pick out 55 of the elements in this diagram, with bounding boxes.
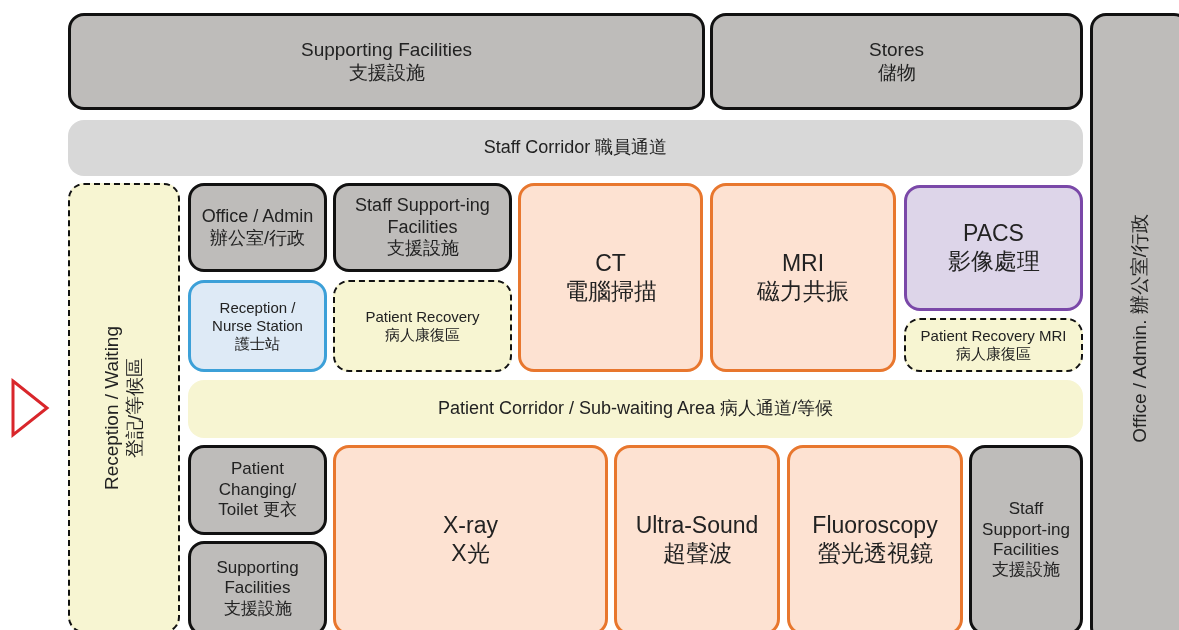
imaging-room (518, 183, 703, 372)
imaging-room (333, 445, 608, 630)
room-label: 護士站 (235, 335, 280, 353)
room-label: Staff Support-ing Facilities (354, 195, 491, 239)
room-block (188, 445, 327, 535)
room-label: Office / Admin. 辦公室/行政 (1128, 213, 1151, 443)
imaging-room (787, 445, 963, 630)
room-label: X-ray (443, 512, 498, 540)
room-label: 磁力共振 (757, 277, 849, 306)
room-block (969, 445, 1083, 630)
room-block (710, 13, 1083, 110)
room-label: Office / Admin (201, 205, 314, 228)
imaging-room (614, 445, 780, 630)
room-label: Patient Changing/ Toilet 更衣 (217, 459, 298, 521)
room-label: 螢光透視鏡 (817, 540, 933, 568)
recovery-area (904, 318, 1083, 372)
room-block (1090, 13, 1179, 630)
room-label: X光 (451, 540, 490, 568)
corridor-band (188, 380, 1083, 438)
room-label: 支援設施 (223, 598, 292, 620)
room-label: 支援設施 (992, 560, 1060, 581)
room-label: Patient Recovery (365, 308, 480, 326)
room-label: 支援設施 (386, 238, 459, 260)
room-label: 支援設施 (348, 61, 425, 85)
room-label: Supporting Facilities (215, 557, 300, 599)
room-label: Patient Corridor / Sub-waiting Area 病人通道/等候 (437, 398, 834, 420)
room-label: PACS (963, 220, 1024, 248)
room-label: 儲物 (877, 61, 916, 85)
room-label: Reception / Nurse Station (211, 299, 304, 335)
room-block (188, 183, 327, 272)
room-block (188, 541, 327, 630)
room-label: 登記/等候區 (124, 357, 146, 459)
room-label: Fluoroscopy (812, 512, 938, 540)
room-label: MRI (781, 249, 825, 278)
room-label: 超聲波 (662, 540, 732, 568)
room-label: 病人康復區 (385, 326, 460, 344)
room-label: Staff Corridor 職員通道 (483, 137, 668, 159)
room-label: Patient Recovery MRI 病人康復區 (919, 327, 1068, 363)
room-label: Stores (869, 38, 924, 62)
corridor-band (68, 120, 1083, 176)
room-label: 電腦掃描 (564, 277, 657, 306)
room-label: Reception / Waiting (101, 325, 124, 490)
room-label: 辦公室/行政 (210, 227, 305, 250)
room-block (68, 13, 705, 110)
room-label: CT (595, 249, 626, 278)
room-label: Supporting Facilities (300, 38, 473, 62)
recovery-area (333, 280, 512, 372)
room-label: Staff Support-ing Facilities (981, 499, 1071, 561)
imaging-room (904, 185, 1083, 311)
recovery-area (68, 183, 180, 630)
station-block (188, 280, 327, 372)
room-block (333, 183, 512, 272)
room-label: Ultra-Sound (635, 512, 759, 540)
room-label: 影像處理 (947, 248, 1040, 276)
imaging-room (710, 183, 896, 372)
